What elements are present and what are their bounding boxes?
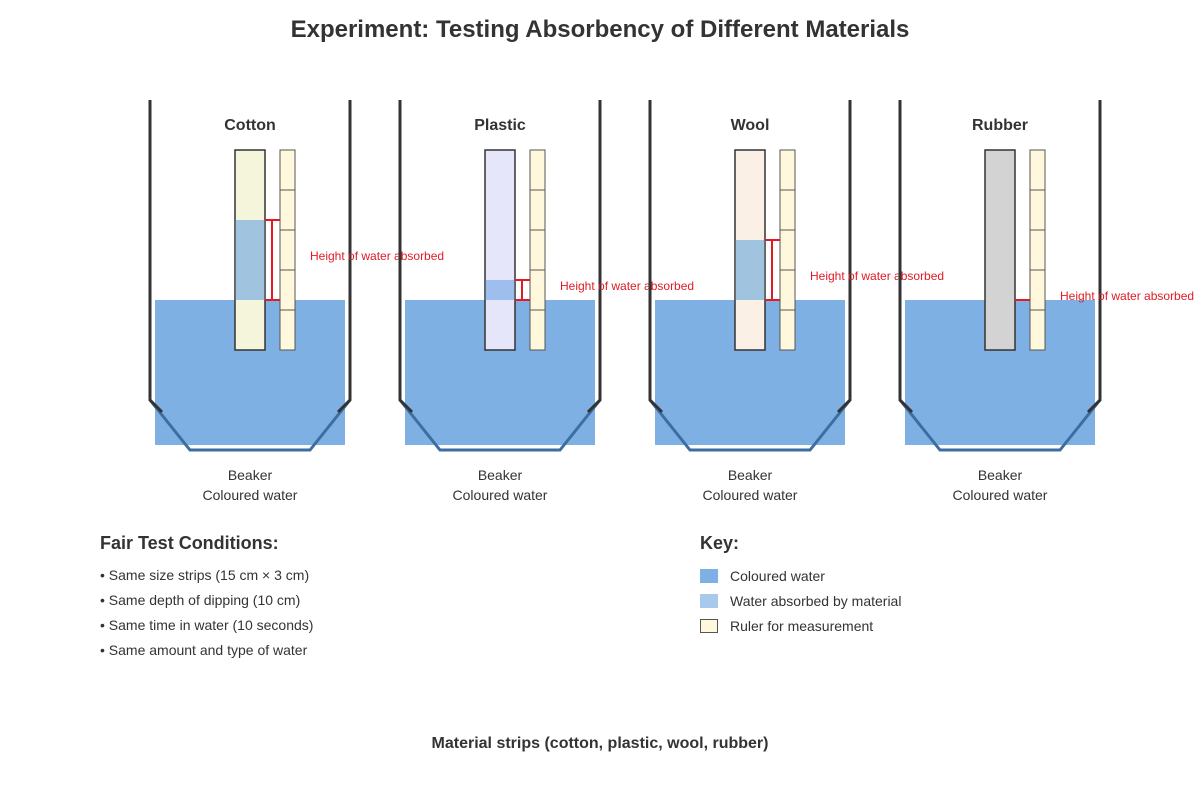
ruler (279, 149, 296, 351)
material-label: Wool (731, 117, 770, 134)
beaker-bottom (398, 399, 602, 452)
beaker-label: Beaker (728, 467, 773, 483)
key-item-absorbed-water: Water absorbed by material (700, 593, 901, 618)
ruler (779, 149, 796, 351)
fair-test-heading: Fair Test Conditions: (100, 533, 279, 553)
fair-test-list: • Same size strips (15 cm × 3 cm) • Same… (100, 566, 313, 666)
water-label: Coloured water (703, 487, 798, 503)
key-heading: Key: (700, 533, 740, 553)
key-label: Coloured water (730, 568, 825, 584)
key-list: Coloured water Water absorbed by materia… (700, 568, 901, 643)
beaker-right-wall (586, 100, 602, 414)
beaker-right-wall (336, 100, 352, 414)
beaker-label: Beaker (978, 467, 1023, 483)
height-annotation: Height of water absorbed (810, 269, 944, 283)
absorbed-water (485, 280, 515, 300)
beaker-label: Beaker (478, 467, 523, 483)
key-swatch (700, 594, 718, 608)
page-title: Experiment: Testing Absorbency of Differ… (290, 16, 910, 43)
beaker-bottom (148, 399, 352, 452)
beaker-bottom (898, 399, 1102, 452)
ruler (529, 149, 546, 351)
ruler (1029, 149, 1046, 351)
beaker-left-wall (648, 100, 664, 414)
material-label: Cotton (224, 117, 276, 134)
beaker-left-wall (898, 100, 914, 414)
fair-test-item: • Same time in water (10 seconds) (100, 617, 314, 633)
key-label: Water absorbed by material (730, 593, 902, 609)
material-strip (984, 149, 1016, 351)
water-label: Coloured water (203, 487, 298, 503)
height-annotation: Height of water absorbed (560, 279, 694, 293)
key-swatch (700, 569, 718, 583)
material-label: Plastic (474, 117, 526, 134)
water-label: Coloured water (953, 487, 1048, 503)
material-label: Rubber (972, 117, 1028, 134)
absorbed-water (735, 240, 765, 300)
beaker-label: Beaker (228, 467, 273, 483)
key-item-coloured-water: Coloured water (700, 568, 901, 593)
absorbed-water (235, 220, 265, 300)
key-label: Ruler for measurement (730, 618, 874, 634)
fair-test-item: • Same depth of dipping (10 cm) (100, 592, 301, 608)
beaker-right-wall (836, 100, 852, 414)
footer-caption: Material strips (cotton, plastic, wool, … (431, 735, 769, 752)
height-annotation: Height of water absorbed (310, 249, 444, 263)
fair-test-item: • Same size strips (15 cm × 3 cm) (100, 567, 310, 583)
beaker-left-wall (398, 100, 414, 414)
beaker-left-wall (148, 100, 164, 414)
key-item-ruler: Ruler for measurement (700, 618, 901, 643)
beaker-right-wall (1086, 100, 1102, 414)
water-label: Coloured water (453, 487, 548, 503)
material-strip (484, 149, 516, 351)
height-annotation: Height of water absorbed (1060, 289, 1194, 303)
beaker-bottom (648, 399, 852, 452)
fair-test-item: • Same amount and type of water (100, 642, 308, 658)
key-swatch (700, 619, 718, 633)
